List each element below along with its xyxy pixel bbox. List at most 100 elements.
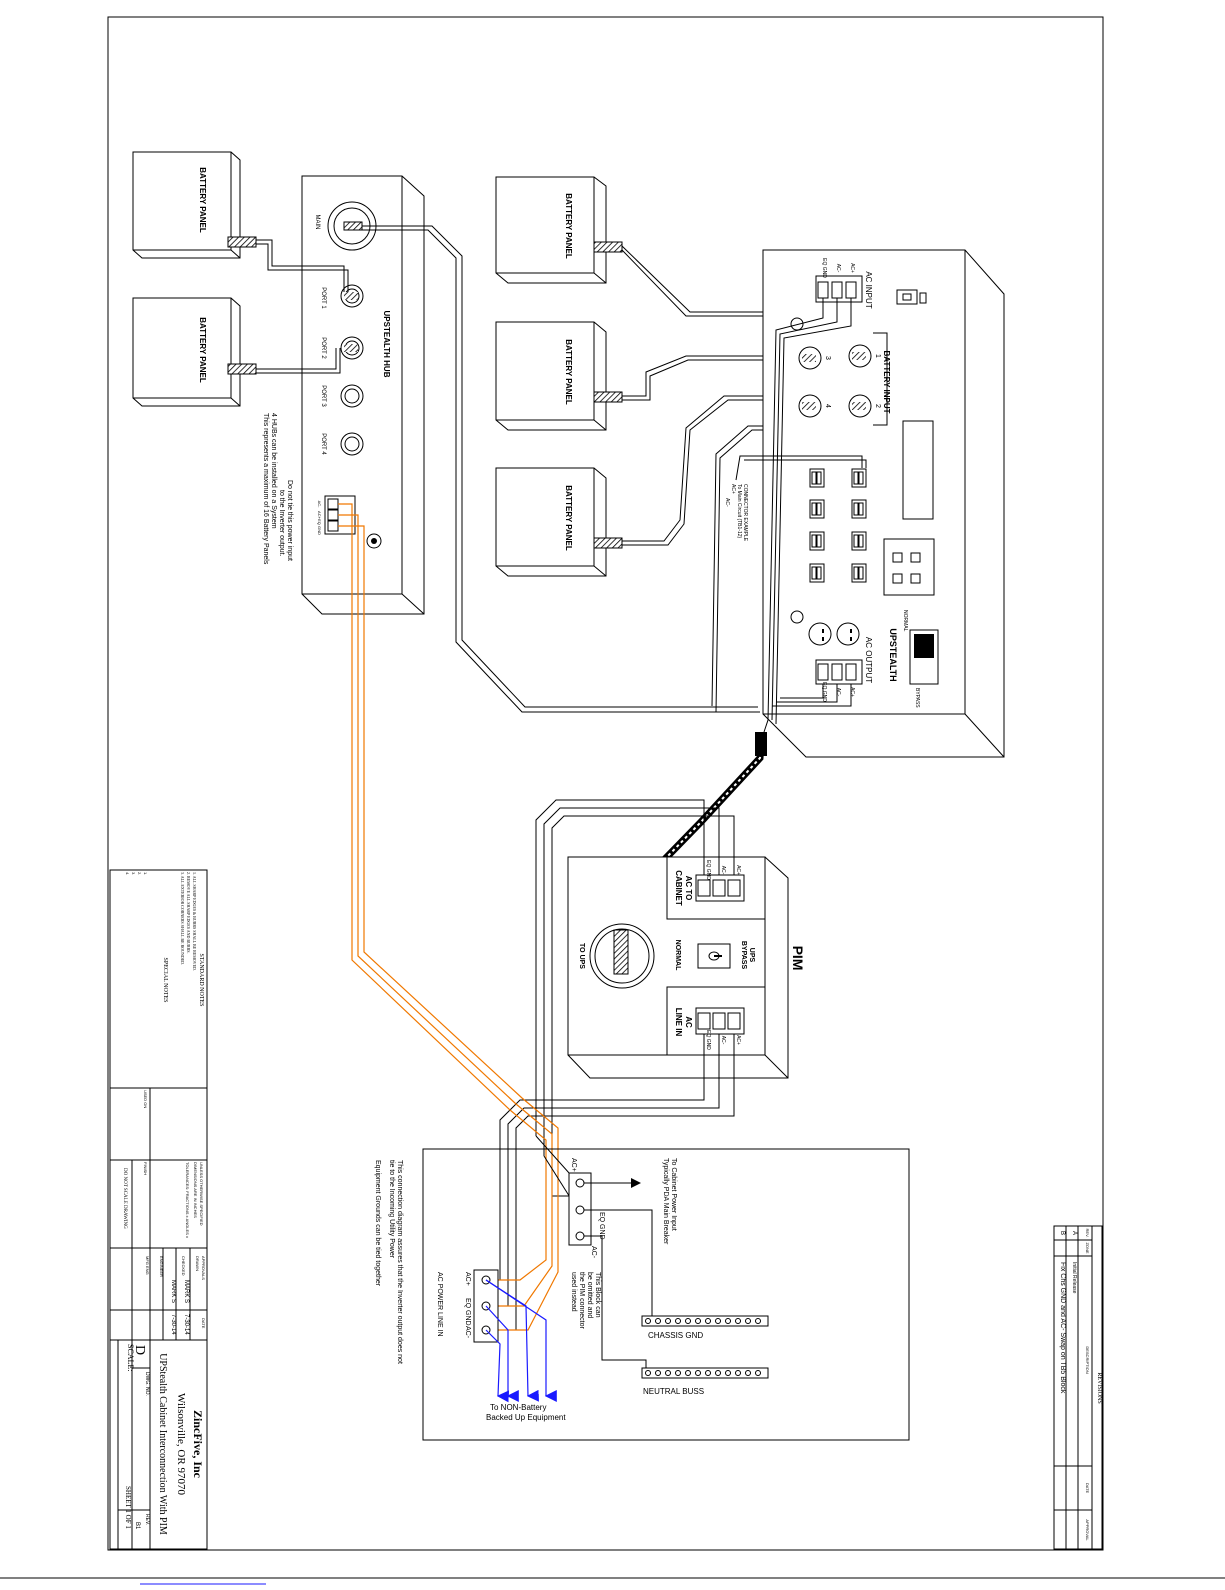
block-note-1: This Block can (594, 1272, 601, 1318)
upstealth-breaker-terminals (809, 468, 867, 583)
pl-term-3: AC- (464, 1326, 471, 1339)
special-note-3: 3. (131, 872, 136, 875)
revision-b-rev: B (1059, 1231, 1065, 1235)
power-line-in-label: AC POWER LINE IN (436, 1272, 443, 1337)
battery-panel-1: BATTERY PANEL (132, 151, 257, 259)
page-border (107, 16, 1104, 1551)
pim-ups-bypass-2: BYPASS (740, 941, 747, 970)
pim-ac-to-cabinet-2: CABINET (674, 870, 683, 906)
upstealth-out-term-3: EQ GND (821, 682, 827, 702)
tb-engineer: ENGINEER (159, 1256, 164, 1277)
upstealth-batt-num-3: 3 (824, 356, 831, 360)
tb-approvals: APPROVALS (201, 1256, 206, 1280)
special-note-2: 2. (137, 872, 142, 875)
tb-do-not-scale: DO NOT SCALE DRAWING (122, 1168, 127, 1229)
pim-line-in-2: LINE IN (674, 1008, 683, 1037)
tb-mfg: MFG ENG (145, 1256, 150, 1275)
ground-neutral-wires (584, 1209, 653, 1368)
to-non-battery-2: Backed Up Equipment (486, 1413, 566, 1422)
battery-panel-4: BATTERY PANEL (495, 321, 623, 431)
tb-scale: SCALE: (126, 1344, 135, 1372)
tb-tolerances: TOLERANCES: FRACTIONS ± ANGLES ± (185, 1162, 190, 1239)
special-note-1: 1. (143, 872, 148, 875)
hub-note-2a: 4 HUBs can be installed on a System (270, 413, 277, 529)
tb-rev: REV. (144, 1514, 150, 1525)
hub-term-1: AC- (317, 501, 322, 509)
upstealth-in-term-2: AC- (835, 264, 841, 273)
pim-normal-label: NORMAL (674, 940, 681, 971)
upstealth-out-term-1: AC+ (849, 687, 855, 697)
revision-a-desc: Initial Release (1071, 1262, 1077, 1294)
revisions-date-col: DATE (1085, 1483, 1090, 1494)
pl-term-2: EQ GND (464, 1298, 471, 1326)
battery-panel-3-label: BATTERY PANEL (564, 193, 573, 259)
pim-box: PIM AC TO CABINET AC LINE IN AC+ AC- EQ … (567, 856, 806, 1079)
upstealth-outlet-1 (836, 622, 860, 646)
battery-panel-1-label: BATTERY PANEL (198, 167, 207, 233)
battery-panel-2-label: BATTERY PANEL (198, 317, 207, 383)
revision-b-desc: Fix Chs GND and AC- Swap on TB5 Block (1059, 1262, 1066, 1394)
chassis-gnd-bus (641, 1315, 769, 1327)
tb-checked-by: MARK S (170, 1280, 176, 1303)
tb-drawn-by: MARK S (183, 1280, 189, 1303)
block-note-2: be omitted and (586, 1272, 593, 1318)
neutral-buss-label: NEUTRAL BUSS (643, 1387, 704, 1396)
hub-port-1-label: PORT 1 (320, 287, 326, 309)
upstealth-batt-num-2: 2 (874, 404, 881, 408)
tb-unless-1: UNLESS OTHERWISE SPECIFIED (199, 1162, 204, 1226)
tb-size: D (132, 1345, 147, 1355)
tb-drawn: DRAWN (195, 1256, 200, 1271)
to-cabinet-2: Typically PDA Main Breaker (662, 1158, 669, 1245)
upstealth-batt-num-4: 4 (824, 404, 831, 408)
notes-block (109, 869, 208, 1089)
battery-panel-4-label: BATTERY PANEL (564, 339, 573, 405)
wiring-note-2: tie to the Incoming Utility Power (388, 1160, 395, 1259)
upstealth-in-term-1: AC+ (849, 263, 855, 273)
std-note-2: 2. REMOVE ALL SHARP EDGES AND BURRS. (186, 872, 191, 954)
hub-port-2-label: PORT 2 (320, 337, 326, 359)
battery-panel-5: BATTERY PANEL (495, 467, 623, 577)
upstealth-ac-input-label: AC INPUT (864, 271, 873, 308)
hub-battery-cables (256, 239, 349, 374)
upstealth-batt-conn-4 (798, 394, 822, 418)
block-note-4: used instead (570, 1272, 577, 1312)
tb-drawing-title: UPStealth Cabinet Interconnection With P… (157, 1353, 168, 1535)
connector-example-3: AC+ (730, 484, 736, 494)
pim-ac-to-cabinet-1: AC TO (684, 876, 693, 901)
upstealth-hub: UPSTEALTH HUB MAIN PORT 1 PORT 2 PORT 3 … (301, 175, 425, 615)
upstealth-display (902, 420, 934, 520)
special-note-4: 4. (125, 872, 130, 875)
tb-date: DATE (201, 1318, 206, 1329)
tb-used-on: USED ON (143, 1090, 148, 1108)
revisions-appr-col: APPROVAL (1085, 1519, 1090, 1541)
upstealth-normal-label: NORMAL (902, 610, 908, 632)
hub-main-cable (362, 225, 760, 713)
upstealth-batt-num-1: 1 (874, 354, 881, 358)
revisions-rev-col: REV. (1085, 1229, 1090, 1238)
pim-cabinet-terminals (695, 874, 745, 902)
tb-city: Wilsonville, OR 97070 (175, 1393, 187, 1495)
tb-sheet: SHEET 1 OF 1 (124, 1486, 132, 1529)
to-cabinet-1: To Cabinet Power Input (670, 1158, 677, 1231)
upstealth-ac-input-block (815, 275, 863, 303)
pim-cab-term-3: EQ GND (705, 860, 711, 880)
pim-cab-term-1: AC+ (735, 865, 741, 875)
revision-a-rev: A (1071, 1231, 1077, 1235)
block-note-3: the PIM connector (578, 1272, 585, 1329)
battery-panel-5-label: BATTERY PANEL (564, 485, 573, 551)
upstealth-bypass-switch (909, 629, 939, 685)
upstealth-ac-output-label: AC OUTPUT (864, 637, 873, 683)
non-battery-blue-wires (485, 1279, 557, 1403)
upstealth-outlet-2 (808, 622, 832, 646)
to-non-battery-1: To NON-Battery (490, 1403, 546, 1412)
hub-note-1a: Do not tie this power input (286, 480, 293, 561)
pim-line-in-1: AC (684, 1016, 693, 1028)
tb-company: ZincFive, Inc (191, 1410, 205, 1479)
tb-dwg-no: DWG. NO. (144, 1372, 150, 1396)
pim-bypass-switch (697, 943, 731, 969)
battery-panel-2: BATTERY PANEL (132, 297, 257, 407)
revisions-title: REVISIONS (1096, 1372, 1102, 1403)
block-eqgnd-label: EQ GND (598, 1212, 605, 1240)
hub-port-1 (340, 284, 364, 308)
